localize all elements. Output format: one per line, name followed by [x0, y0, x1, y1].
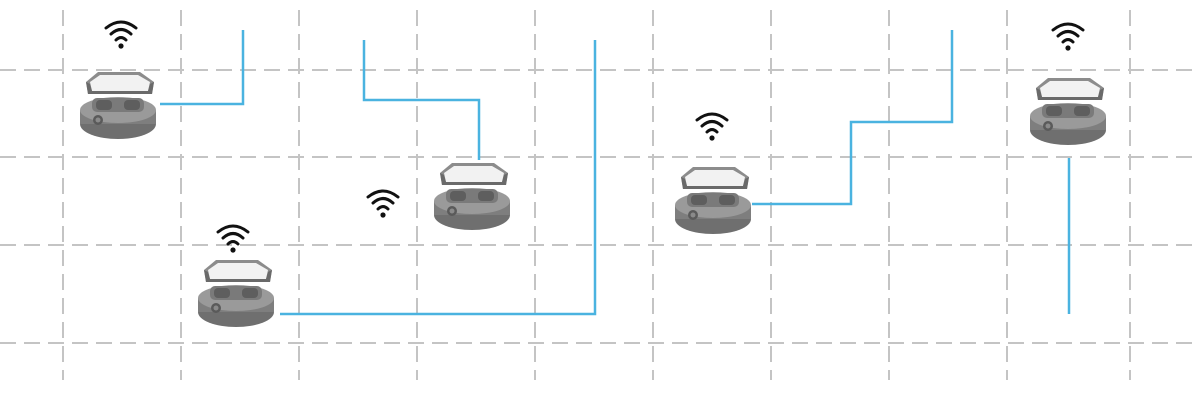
robot[interactable]	[675, 112, 751, 234]
robot-paths	[160, 30, 1071, 316]
mobile-robot-icon	[675, 167, 751, 234]
grid	[0, 10, 1200, 380]
mobile-robot-icon	[1030, 78, 1106, 145]
robot[interactable]	[80, 20, 156, 139]
mobile-robot-icon	[80, 72, 156, 139]
robot[interactable]	[1030, 22, 1106, 145]
robot[interactable]	[366, 163, 510, 230]
wifi-icon	[104, 20, 138, 51]
path-2	[362, 40, 481, 160]
path-3	[280, 40, 597, 316]
robot[interactable]	[198, 224, 274, 327]
wifi-icon	[216, 224, 250, 255]
wifi-icon	[366, 189, 400, 220]
path-1	[160, 30, 245, 106]
mobile-robot-icon	[434, 163, 510, 230]
wifi-icon	[695, 112, 729, 143]
path-4	[752, 30, 954, 206]
wifi-icon	[1051, 22, 1085, 53]
mobile-robot-icon	[198, 260, 274, 327]
